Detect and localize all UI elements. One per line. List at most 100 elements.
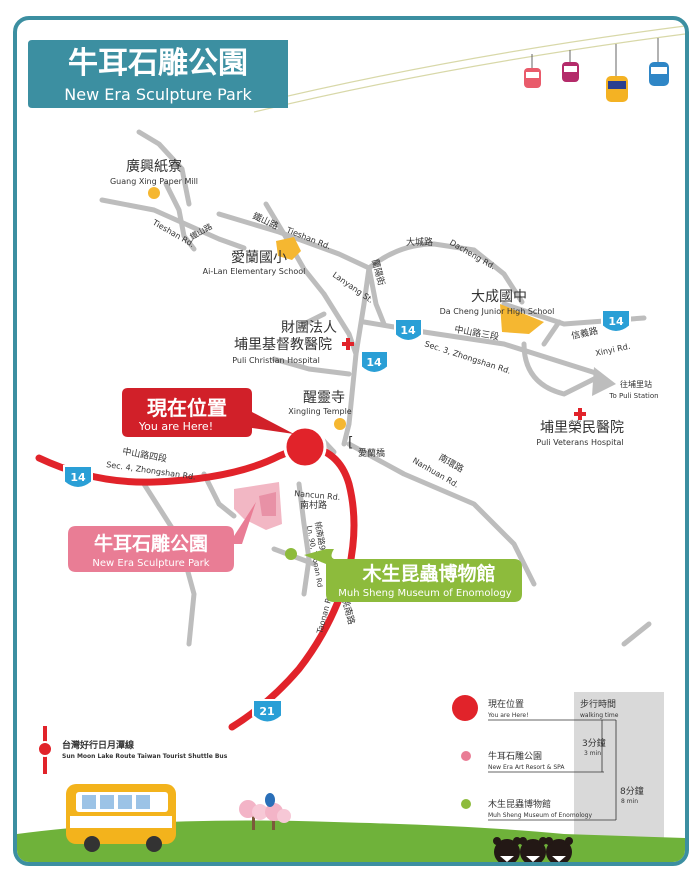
svg-text:21: 21: [259, 705, 274, 718]
road-north: [136, 129, 192, 207]
cherry-tree-icon: [239, 793, 291, 830]
route-14-shield-icon: 14: [601, 309, 631, 333]
legend-you-are-here-en: You are Here!: [487, 712, 529, 719]
walking-person-icon: [601, 651, 620, 686]
legend-park-icon: [461, 751, 471, 761]
veterans-hospital-icon: [574, 408, 586, 420]
road-tieshan-west: [99, 197, 247, 251]
road-lanyang: [366, 265, 387, 327]
shuttle-zh: 台灣好行日月潭線: [62, 739, 134, 751]
shuttle-en: Sun Moon Lake Route Taiwan Tourist Shutt…: [62, 753, 228, 760]
shuttle-stop-icon: [37, 741, 53, 757]
road-guangxing: [163, 181, 197, 252]
legend: 現在位置 You are Here! 步行時間 walking time 牛耳石…: [452, 651, 664, 862]
guang-xing-dot-icon: [148, 187, 160, 199]
zhongshan4-zh-label: 中山路四段: [121, 445, 167, 465]
road-west-link: [271, 356, 352, 377]
xingling-en: Xingling Temple: [288, 407, 352, 416]
museum-callout-zh: 木生昆蟲博物館: [361, 562, 495, 585]
xingling-dot-icon: [334, 418, 346, 430]
legend-3min-zh: 3分鐘: [582, 737, 606, 749]
route-14-shield-icon: 14: [63, 465, 93, 489]
svg-text:14: 14: [70, 471, 86, 484]
guang-xing-zh: 廣興紙寮: [126, 158, 182, 175]
museum-dot-icon: [285, 548, 297, 560]
road-hospital: [301, 311, 327, 327]
to-puli-en: To Puli Station: [608, 392, 658, 400]
dacheng-zh-label: 大城路: [406, 236, 433, 248]
park-area-inner: [259, 492, 276, 516]
park-callout-zh: 牛耳石雕公園: [94, 532, 208, 555]
cable-car-icon: [524, 38, 669, 102]
ai-lan-en: Ai-Lan Elementary School: [203, 267, 306, 276]
da-cheng-zh: 大成國中: [471, 289, 527, 305]
road-nanhuan: [346, 441, 537, 587]
legend-you-are-here-icon: [452, 695, 478, 721]
puli-christian-en: Puli Christian Hospital: [232, 356, 320, 365]
map-canvas: 牛耳石雕公園 New Era Sculpture Park 廣興紙寮 Guang…: [17, 25, 685, 862]
nancun-zh-label: 南村路: [300, 499, 327, 511]
puli-christian-zh1: 財團法人: [281, 320, 337, 336]
nancun-en-label: Nancun Rd.: [294, 489, 341, 502]
legend-walk-zh: 步行時間: [580, 698, 616, 710]
legend-park-zh: 牛耳石雕公園: [488, 750, 542, 762]
legend-museum-zh: 木生昆蟲博物館: [488, 798, 551, 810]
cable-line-2: [253, 25, 685, 105]
svg-text:14: 14: [608, 315, 624, 328]
legend-museum-en: Muh Sheng Museum of Enomology: [488, 812, 592, 819]
road-dacheng: [366, 241, 525, 305]
road-nancun: [296, 481, 312, 597]
route-14-shield-icon: 14: [360, 350, 389, 374]
park-callout-en: New Era Sculpture Park: [92, 558, 209, 569]
veterans-en: Puli Veterans Hospital: [536, 438, 623, 447]
ailan-bridge-label: 愛蘭橋: [358, 447, 385, 459]
road-sw2: [201, 471, 237, 519]
legend-3min-en: 3 min: [584, 750, 601, 757]
to-puli-zh: 往埔里站: [620, 379, 652, 389]
road-tieshan: [216, 211, 372, 271]
shuttle-bus-icon: [66, 784, 176, 852]
da-cheng-school-area: [500, 304, 544, 334]
xinyi-zh-label: 信義路: [570, 325, 599, 342]
guang-xing-en: Guang Xing Paper Mill: [110, 177, 198, 186]
museum-callout: 木生昆蟲博物館 Muh Sheng Museum of Enomology: [304, 549, 522, 602]
you-are-here-marker-icon: [283, 425, 327, 469]
puli-christian-zh2: 埔里基督教醫院: [234, 336, 332, 353]
legend-8min-en: 8 min: [621, 798, 638, 805]
route-21-shield-icon: 21: [252, 699, 283, 724]
legend-park-en: New Era Art Resort & SPA: [488, 764, 565, 771]
route-14-shield-icon: 14: [394, 318, 423, 342]
road-east: [621, 621, 652, 647]
you-are-here-zh: 現在位置: [147, 396, 227, 420]
to-puli-arrow-icon: [592, 367, 616, 396]
legend-you-are-here-zh: 現在位置: [488, 698, 524, 710]
legend-walk-en: walking time: [580, 712, 619, 719]
you-are-here-callout: 現在位置 You are Here!: [122, 388, 294, 437]
dacheng-en-label: Dacheng Rd.: [448, 238, 497, 271]
ailan-bridge-mark: [: [348, 435, 353, 451]
you-are-here-en: You are Here!: [138, 420, 213, 433]
svg-text:14: 14: [366, 356, 382, 369]
cable-line: [253, 33, 685, 113]
da-cheng-en: Da Cheng Junior High School: [440, 307, 555, 316]
legend-museum-icon: [461, 799, 471, 809]
veterans-zh: 埔里榮民醫院: [540, 420, 624, 436]
xinyi-en-label: Xinyi Rd.: [595, 342, 632, 358]
title-banner: 牛耳石雕公園 New Era Sculpture Park: [28, 40, 288, 108]
park-callout: 牛耳石雕公園 New Era Sculpture Park: [68, 502, 256, 572]
xingling-zh: 醒靈寺: [303, 390, 345, 406]
road-veterans: [521, 341, 597, 397]
road-link: [321, 291, 359, 357]
black-bear-icon: [493, 837, 573, 862]
ai-lan-zh: 愛蘭國小: [231, 250, 287, 266]
road-xinyi-link: [541, 319, 562, 347]
christian-hospital-icon: [342, 338, 354, 350]
title-zh: 牛耳石雕公園: [68, 46, 248, 81]
title-en: New Era Sculpture Park: [64, 85, 252, 104]
ai-lan-school-area: [276, 237, 301, 260]
map-frame: 牛耳石雕公園 New Era Sculpture Park 廣興紙寮 Guang…: [13, 16, 689, 866]
svg-text:14: 14: [400, 324, 416, 337]
shuttle-legend: 台灣好行日月潭線 Sun Moon Lake Route Taiwan Tour…: [37, 726, 228, 774]
museum-callout-en: Muh Sheng Museum of Enomology: [338, 588, 511, 599]
legend-8min-zh: 8分鐘: [620, 785, 644, 797]
